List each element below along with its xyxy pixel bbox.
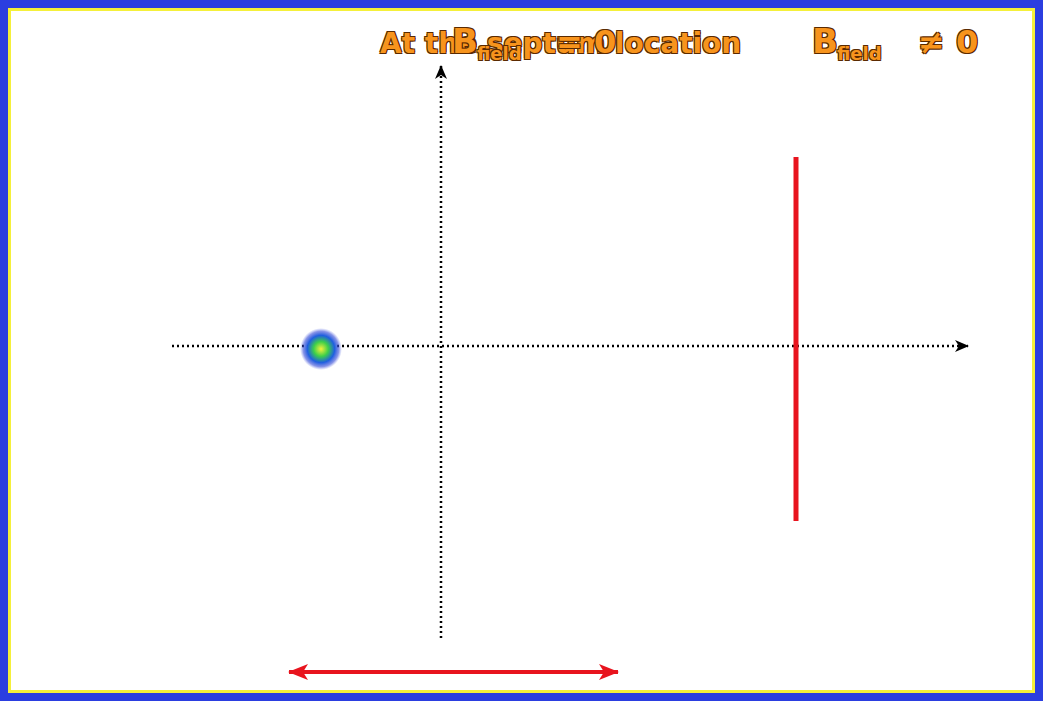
field-subscript: field (837, 45, 882, 63)
field-value: ≠ 0 (918, 26, 978, 58)
field-symbol: B (452, 24, 478, 58)
beam-spot (300, 328, 342, 370)
field-value: = 0 (556, 26, 616, 58)
field-subscript: field (477, 45, 522, 63)
yellow-frame (10, 10, 1034, 692)
field-symbol: B (812, 24, 838, 58)
vertical-axis (440, 66, 443, 638)
septum-blade (794, 157, 799, 521)
horizontal-axis (172, 345, 968, 348)
double-arrow (289, 670, 618, 674)
